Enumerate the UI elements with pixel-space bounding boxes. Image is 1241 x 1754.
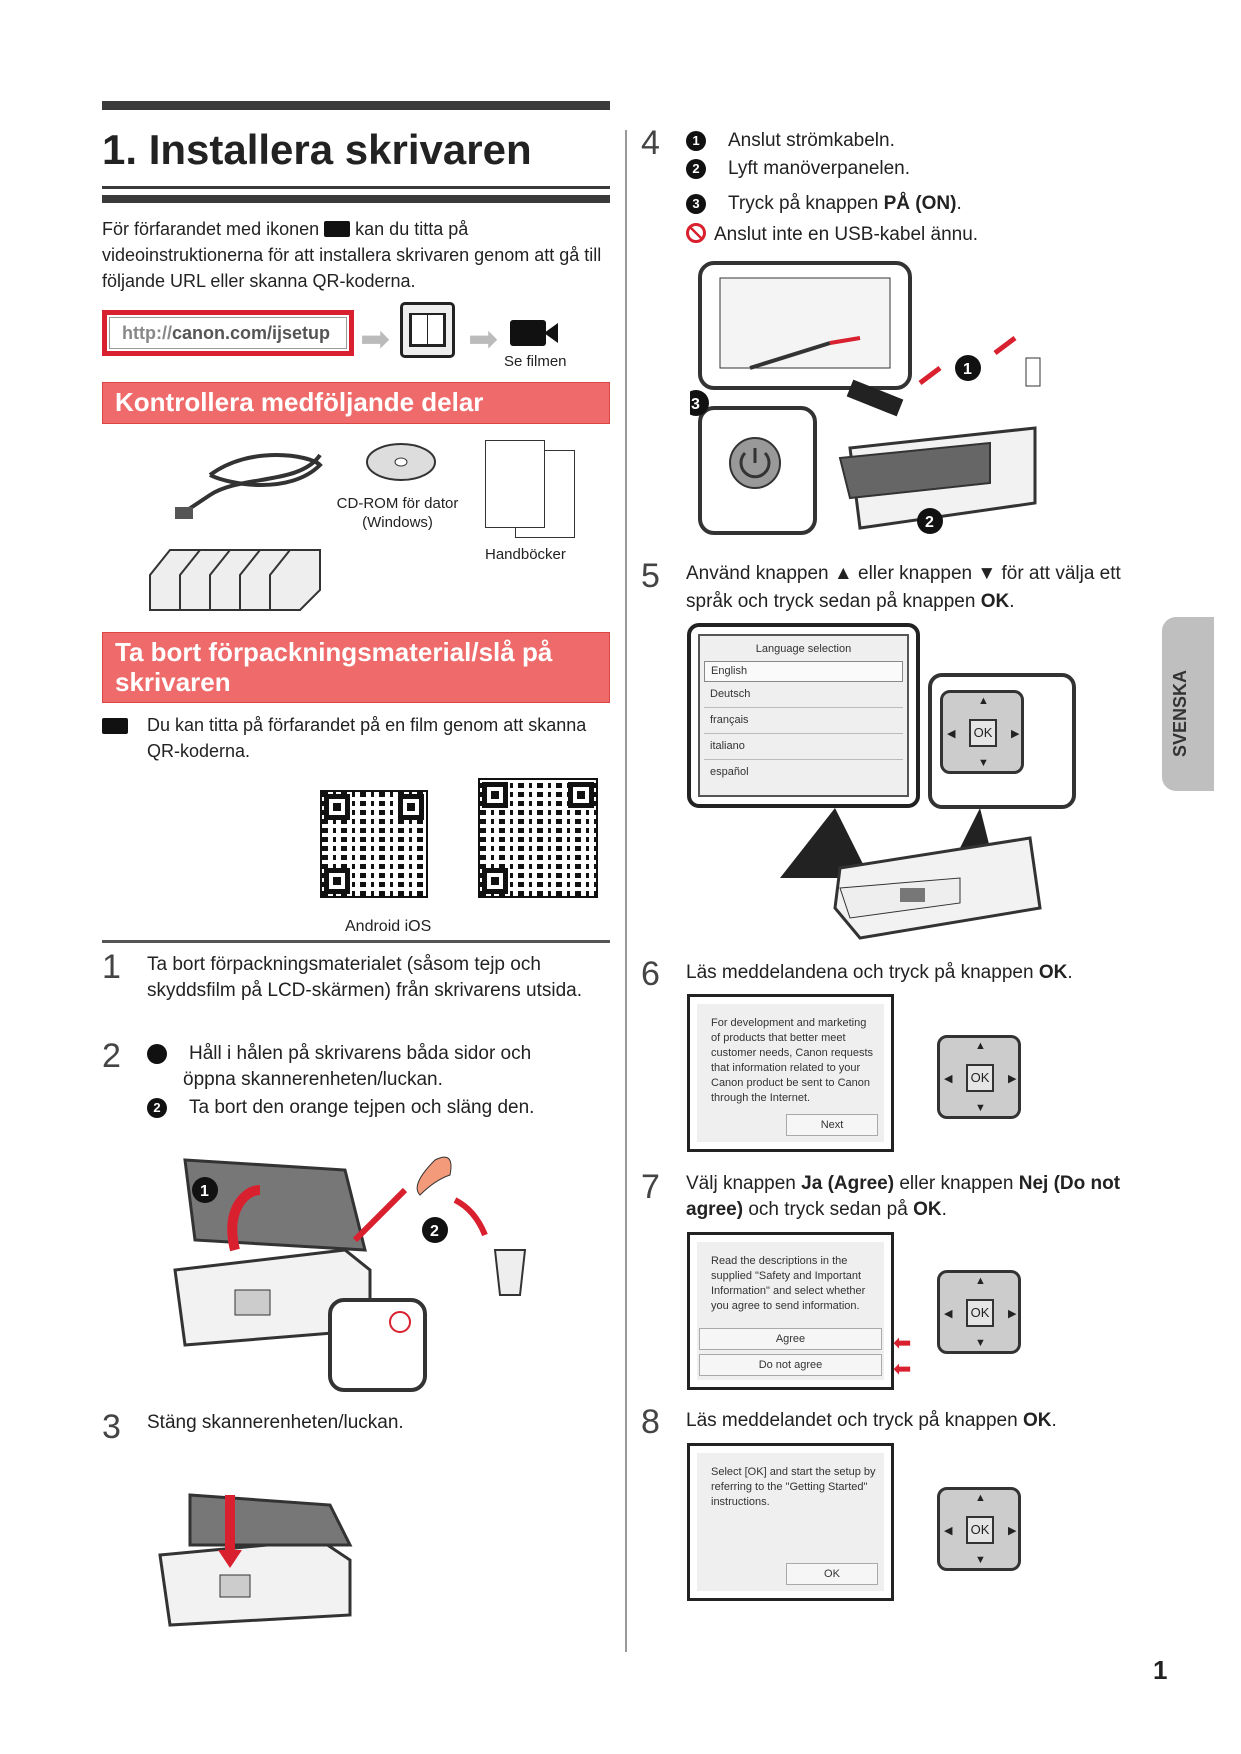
section-banner-parts: Kontrollera medföljande delar	[102, 382, 610, 424]
step-1-text: Ta bort förpackningsmaterialet (såsom te…	[147, 954, 583, 1001]
url-box[interactable]: http://canon.com/ijsetup	[102, 310, 354, 356]
svg-text:2: 2	[925, 514, 934, 531]
cd-rom-label: CD-ROM för dator (Windows)	[336, 495, 459, 531]
step-8-text: Läs meddelandet och tryck på knappen OK.	[686, 1410, 1057, 1431]
svg-text:1: 1	[200, 1183, 209, 1200]
printer-panel-illustration	[780, 808, 1042, 940]
step-5-text: Använd knappen ▲ eller knappen ▼ för att…	[686, 563, 1121, 612]
page-number: 1	[1153, 1655, 1168, 1685]
red-arrow-icon: ⬅	[893, 1356, 912, 1381]
cd-rom-illustration	[366, 443, 436, 481]
page-title: 1. Installera skrivaren	[102, 126, 532, 173]
ink-cartridges-illustration	[149, 549, 321, 611]
dpad[interactable]: ▲▼◀▶OK	[937, 1035, 1021, 1119]
url-link[interactable]: canon.com/ijsetup	[171, 323, 331, 343]
step-number: 7	[641, 1168, 660, 1206]
step-number: 4	[641, 124, 660, 162]
message-screen-7: Read the descriptions in the supplied "S…	[687, 1232, 894, 1390]
printer-power-illustration: 1 3 2	[690, 261, 1041, 535]
step-number: 6	[641, 955, 660, 993]
video-camera-icon	[510, 320, 558, 346]
rule	[102, 195, 610, 203]
dpad-callout	[928, 673, 1076, 809]
agree-button[interactable]: Agree	[699, 1328, 882, 1350]
dpad[interactable]: ▲▼◀▶OK	[940, 690, 1024, 774]
ok-button[interactable]: OK	[966, 1516, 994, 1544]
svg-text:3: 3	[691, 396, 700, 413]
qr-code-android[interactable]	[320, 790, 428, 898]
column-divider	[625, 130, 627, 1652]
printer-open-scanner-illustration: 1 2	[173, 1156, 527, 1392]
book-icon	[400, 302, 455, 358]
step-number: 3	[102, 1408, 121, 1446]
red-arrow-icon: ⬅	[893, 1330, 912, 1355]
dpad[interactable]: ▲▼◀▶OK	[937, 1270, 1021, 1354]
language-option[interactable]: français	[704, 708, 903, 734]
intro-text: För förfarandet med ikonen kan du titta …	[102, 219, 602, 291]
screen-title: Language selection	[755, 643, 852, 655]
dpad[interactable]: ▲▼◀▶OK	[937, 1487, 1021, 1571]
manuals-label: Handböcker	[485, 546, 566, 563]
up-arrow-icon: ▲	[833, 563, 853, 584]
ok-button[interactable]: OK	[966, 1064, 994, 1092]
step-6-text: Läs meddelandena och tryck på knappen OK…	[686, 962, 1073, 983]
top-rule	[102, 101, 610, 110]
arrow-right-icon: ➡	[360, 318, 391, 359]
printer-close-scanner-illustration	[158, 1493, 353, 1627]
language-selection-screen: Language selection English Deutsch franç…	[687, 623, 920, 808]
svg-text:2: 2	[430, 1223, 439, 1240]
arrow-right-icon: ➡	[468, 318, 499, 359]
see-film-label: Se filmen	[504, 353, 567, 370]
step-number: 2	[102, 1037, 121, 1075]
power-cord-illustration	[175, 453, 323, 519]
svg-text:1: 1	[963, 361, 972, 378]
step-number: 5	[641, 557, 660, 595]
message-screen-6: For development and marketing of product…	[687, 994, 894, 1152]
video-camera-icon	[102, 718, 128, 734]
do-not-agree-button[interactable]: Do not agree	[699, 1354, 882, 1376]
language-option-english[interactable]: English	[704, 661, 903, 682]
ok-button[interactable]: OK	[966, 1299, 994, 1327]
film-note: Du kan titta på förfarandet på en film g…	[147, 715, 587, 761]
manual-illustration	[485, 440, 545, 528]
next-button[interactable]: Next	[786, 1114, 878, 1136]
language-option[interactable]: italiano	[704, 734, 903, 760]
language-option[interactable]: español	[710, 766, 749, 778]
step-number: 8	[641, 1403, 660, 1441]
down-arrow-icon: ▼	[977, 563, 997, 584]
side-tab-label: SVENSKA	[1170, 669, 1190, 757]
ok-screen-button[interactable]: OK	[786, 1563, 878, 1585]
step-number: 1	[102, 948, 121, 986]
language-side-tab: SVENSKA	[1162, 617, 1214, 791]
step-7-text: Välj knappen Ja (Agree) eller knappen Ne…	[686, 1173, 1121, 1220]
qr-code-ios[interactable]	[478, 778, 598, 898]
prohibited-icon	[686, 223, 706, 243]
language-option[interactable]: Deutsch	[704, 682, 903, 708]
message-screen-8: Select [OK] and start the setup by refer…	[687, 1443, 894, 1601]
video-camera-icon	[324, 221, 351, 237]
rule	[102, 186, 610, 189]
qr-labels: Android iOS	[345, 918, 432, 935]
step-4-warning: Anslut inte en USB-kabel ännu.	[686, 222, 978, 248]
section-banner-unpack: Ta bort förpackningsmaterial/slå på skri…	[102, 632, 610, 703]
rule	[102, 940, 610, 943]
ok-button[interactable]: OK	[969, 719, 997, 747]
step-3-text: Stäng skannerenheten/luckan.	[147, 1412, 404, 1433]
